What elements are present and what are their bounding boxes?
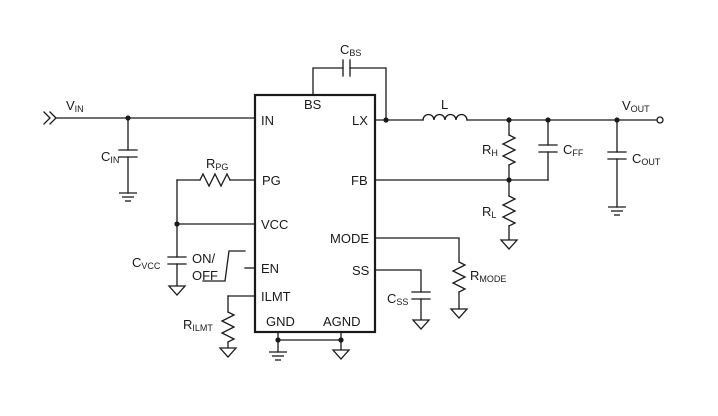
rh-resistor-icon xyxy=(501,134,517,166)
node-dot xyxy=(338,337,344,343)
mode-wire xyxy=(374,237,460,263)
pin-en: EN xyxy=(261,261,279,276)
pin-mode: MODE xyxy=(330,231,369,246)
cin-label: CIN xyxy=(101,149,119,165)
vin-terminal-icon xyxy=(43,111,57,125)
pin-bs: BS xyxy=(304,97,322,112)
cbs-label: CBS xyxy=(340,42,361,58)
cbs-wire xyxy=(312,67,344,96)
pin-fb: FB xyxy=(351,173,368,188)
pin-ss: SS xyxy=(352,263,370,278)
inductor-icon xyxy=(422,113,468,121)
node-dot xyxy=(383,117,389,123)
pin-ilmt: ILMT xyxy=(261,289,291,304)
rpg-label: RPG xyxy=(206,156,228,172)
rmode-resistor-icon xyxy=(451,261,467,293)
inductor-label: L xyxy=(441,97,448,112)
vin-label: VIN xyxy=(66,98,84,114)
rilmt-resistor-icon xyxy=(220,311,236,343)
pin-pg: PG xyxy=(262,173,281,188)
rl-resistor-icon xyxy=(501,195,517,227)
on-off-signal-icon xyxy=(202,250,246,282)
ss-wire xyxy=(374,269,422,293)
ground-icon xyxy=(499,239,519,250)
ic-body xyxy=(253,93,377,334)
pin-gnd: GND xyxy=(266,314,295,329)
cvcc-capacitor-icon xyxy=(167,223,187,287)
ground-icon xyxy=(449,308,469,319)
cbs-wire xyxy=(349,67,387,119)
pin-vcc: VCC xyxy=(261,217,288,232)
pin-in: IN xyxy=(261,113,274,128)
off-label: OFF xyxy=(192,268,218,283)
vout-terminal-icon xyxy=(656,116,664,124)
cff-capacitor-icon xyxy=(538,119,558,181)
rpg-resistor-icon xyxy=(199,172,231,188)
vout-label: VOUT xyxy=(622,98,650,114)
cbs-capacitor-icon xyxy=(342,59,351,77)
cin-capacitor-icon xyxy=(118,117,138,194)
cout-label: COUT xyxy=(632,151,661,167)
rilmt-label: RILMT xyxy=(183,317,213,333)
on-label: ON/ xyxy=(192,251,216,266)
css-label: CSS xyxy=(387,291,408,307)
rl-label: RL xyxy=(482,204,496,220)
ground-icon xyxy=(269,351,287,361)
node-dot xyxy=(506,177,512,183)
cff-label: CFF xyxy=(563,142,584,158)
css-capacitor-icon xyxy=(411,291,431,321)
rmode-label: RMODE xyxy=(470,268,506,284)
ground-icon xyxy=(331,349,351,360)
ground-icon xyxy=(608,206,626,216)
ground-icon xyxy=(119,192,137,202)
ground-icon xyxy=(411,319,431,330)
node-dot xyxy=(275,337,281,343)
cout-capacitor-icon xyxy=(607,119,627,208)
rh-label: RH xyxy=(482,142,498,158)
ground-icon xyxy=(167,285,187,296)
cvcc-label: CVCC xyxy=(132,255,161,271)
ground-icon xyxy=(218,347,238,358)
pin-lx: LX xyxy=(352,113,368,128)
pin-agnd: AGND xyxy=(323,314,361,329)
